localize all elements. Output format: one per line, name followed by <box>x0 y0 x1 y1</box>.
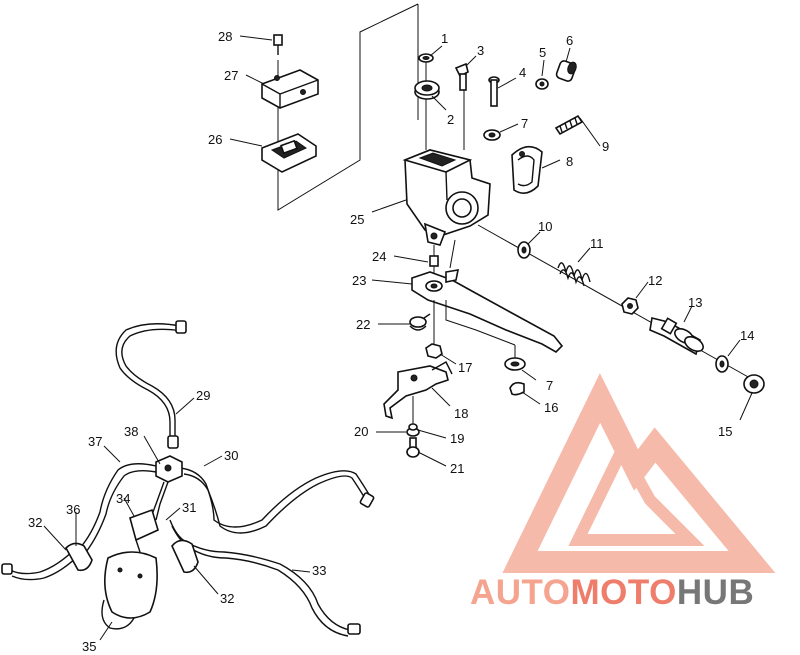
callout-26: 26 <box>208 132 222 147</box>
watermark-triangle-inner <box>568 437 705 546</box>
bolt-21 <box>406 437 420 458</box>
callout-38: 38 <box>124 424 138 439</box>
bushing-1 <box>418 53 434 63</box>
hose-29-fitting <box>175 320 187 334</box>
callout-8: 8 <box>566 154 573 169</box>
oring-14 <box>715 355 729 373</box>
callout-32-left: 32 <box>28 515 42 530</box>
callout-25: 25 <box>350 212 364 227</box>
washer-5 <box>535 78 549 90</box>
callout-9: 9 <box>602 139 609 154</box>
callout-24: 24 <box>372 249 386 264</box>
watermark-auto: AUTO <box>470 573 571 612</box>
lever-bracket-line <box>445 300 516 346</box>
hose-33-fitting <box>347 623 361 635</box>
callout-6: 6 <box>566 33 573 48</box>
callout-32-right: 32 <box>220 591 234 606</box>
bracket-18 <box>383 361 453 420</box>
piston-13 <box>649 317 704 356</box>
leader-15 <box>739 392 753 421</box>
watermark-word: AUTOMOTOHUB <box>470 573 754 612</box>
callout-21: 21 <box>450 461 464 476</box>
washer-10 <box>517 241 531 259</box>
washer-19 <box>406 423 420 437</box>
block-34 <box>129 508 159 553</box>
washer-7-lower <box>504 357 526 371</box>
callout-29: 29 <box>196 388 210 403</box>
washer-7-top <box>483 129 501 141</box>
nut-12 <box>621 297 639 315</box>
callout-23: 23 <box>352 273 366 288</box>
spring-11 <box>557 262 591 287</box>
reservoir-cover-group <box>261 3 419 211</box>
callout-1: 1 <box>441 31 448 46</box>
callout-12: 12 <box>648 273 662 288</box>
screw-28 <box>273 34 283 55</box>
callout-11: 11 <box>590 236 604 251</box>
lever-link-line <box>449 239 456 269</box>
clip-16 <box>509 381 525 396</box>
watermark-moto: MOTO <box>571 573 677 612</box>
callout-33: 33 <box>312 563 326 578</box>
diaphragm-26 <box>261 133 317 173</box>
spring-22 <box>409 313 431 331</box>
callout-13: 13 <box>688 295 702 310</box>
callout-labels: 28 27 26 1 2 3 4 5 6 7 8 9 10 11 12 13 1… <box>28 29 754 654</box>
cup-15 <box>743 374 765 394</box>
junction-38 <box>155 455 183 483</box>
spacer-24 <box>429 255 439 267</box>
cap-6 <box>555 60 577 82</box>
callout-28: 28 <box>218 29 232 44</box>
clamp-35 <box>101 551 158 630</box>
callout-4: 4 <box>519 65 526 80</box>
callout-22: 22 <box>356 317 370 332</box>
callout-3: 3 <box>477 43 484 58</box>
callout-7-top: 7 <box>521 116 528 131</box>
callout-27: 27 <box>224 68 238 83</box>
callout-10: 10 <box>538 219 552 234</box>
lever-23 <box>411 269 564 353</box>
callout-16: 16 <box>544 400 558 415</box>
callout-34: 34 <box>116 491 130 506</box>
hose-30-fitting <box>359 492 375 508</box>
clamp-8 <box>511 145 543 194</box>
banjo-32-right <box>171 539 199 574</box>
callout-30: 30 <box>224 448 238 463</box>
cover-bracket-line <box>277 3 419 211</box>
hose-32-left-fitting <box>1 563 13 575</box>
callout-5: 5 <box>539 45 546 60</box>
pin-4 <box>488 76 500 107</box>
master-cylinder-body-25 <box>402 149 491 246</box>
callout-36: 36 <box>66 502 80 517</box>
callout-19: 19 <box>450 431 464 446</box>
callout-17: 17 <box>458 360 472 375</box>
callout-7-lower: 7 <box>546 378 553 393</box>
boot-2 <box>414 80 440 100</box>
leader-lines <box>43 35 741 641</box>
hose-29-end-fitting <box>167 435 179 449</box>
bolt-3 <box>454 62 469 91</box>
watermark-triangle-outer <box>502 373 776 573</box>
callout-2: 2 <box>447 112 454 127</box>
watermark-hub: HUB <box>677 573 754 612</box>
callout-37: 37 <box>88 434 102 449</box>
leader-9 <box>579 117 601 147</box>
bolt-9 <box>554 114 584 136</box>
callout-31: 31 <box>182 500 196 515</box>
callout-15: 15 <box>718 424 732 439</box>
callout-35: 35 <box>82 639 96 654</box>
callout-14: 14 <box>740 328 754 343</box>
reservoir-cap-27 <box>261 69 319 109</box>
watermark-logo <box>502 373 776 573</box>
hose-assembly <box>1 320 375 637</box>
callout-18: 18 <box>454 406 468 421</box>
nut-17 <box>425 343 443 359</box>
banjo-32-left <box>65 542 93 572</box>
callout-20: 20 <box>354 424 368 439</box>
